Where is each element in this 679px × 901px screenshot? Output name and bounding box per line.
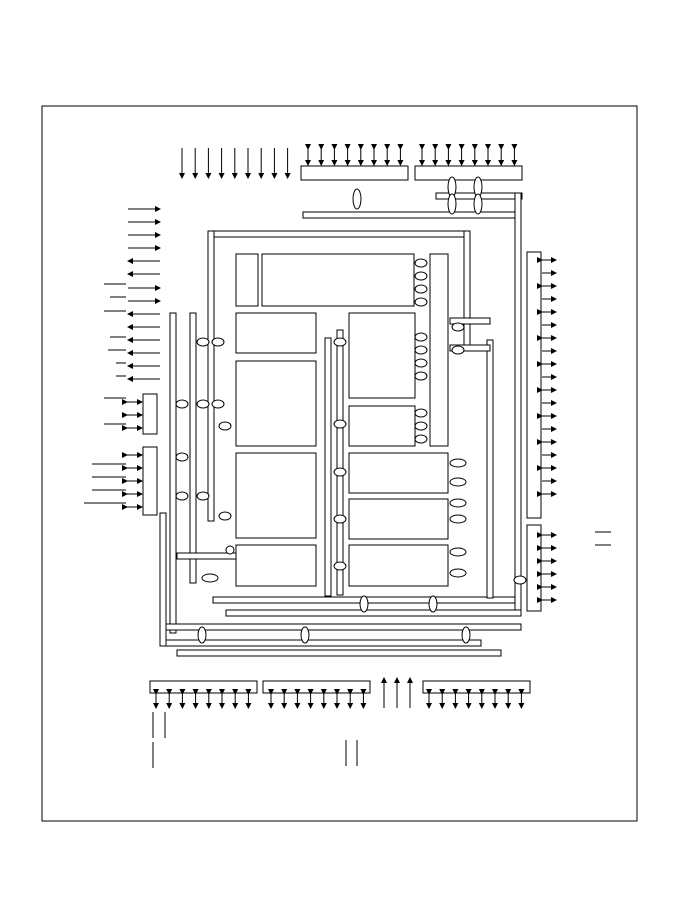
bus-connector: [225, 545, 235, 555]
top-port-a-pins: [305, 144, 404, 166]
bus-connector: [414, 258, 428, 268]
block-mid-2: [348, 405, 416, 447]
bus-connector: [333, 337, 347, 347]
bus-connector: [175, 399, 189, 409]
block-small-top-left: [235, 253, 259, 307]
bus-connector: [473, 193, 483, 215]
right-side-pins: [537, 257, 557, 603]
diagram-frame: [41, 105, 638, 822]
bottom-input-arrows: [381, 677, 413, 708]
bus-connector: [333, 561, 347, 571]
bus-connectors: [175, 176, 527, 644]
bus-connector: [461, 626, 471, 644]
bus-connector: [218, 511, 232, 521]
bus-connector: [451, 322, 465, 332]
bus-connector: [414, 284, 428, 294]
bus-connector: [201, 573, 219, 583]
bus-connector: [196, 337, 210, 347]
bus-connector: [197, 626, 207, 644]
block-top-wide: [261, 253, 415, 307]
top-port-b: [414, 165, 523, 181]
bus-connector: [218, 421, 232, 431]
bus-connector: [451, 345, 465, 355]
left-side-pins: [122, 206, 161, 510]
bus-connector: [352, 188, 362, 210]
bus-connector: [428, 595, 438, 613]
block-left-1: [235, 312, 317, 354]
bus-connector: [175, 452, 189, 462]
bus-connector: [449, 498, 467, 508]
bus-connector: [175, 491, 189, 501]
bus-connector: [414, 297, 428, 307]
bus-connector: [513, 575, 527, 585]
top-port-b-pins: [419, 144, 518, 166]
block-left-2: [235, 360, 317, 447]
bus-connector: [449, 477, 467, 487]
bottom-pins: [153, 689, 525, 709]
bottom-port-c: [422, 680, 531, 694]
bus-connector: [359, 595, 369, 613]
block-mid-4: [348, 498, 449, 540]
left-control-block-2: [142, 446, 158, 516]
right-port-a: [526, 251, 542, 519]
bus-connector: [333, 467, 347, 477]
bottom-port-b: [262, 680, 371, 694]
bus-connector: [211, 337, 225, 347]
functional-blocks: [235, 253, 449, 587]
block-mid-5: [348, 544, 449, 587]
bus-connector: [414, 332, 428, 342]
bus-connector: [333, 514, 347, 524]
bus-connector: [414, 434, 428, 444]
bus-connector: [414, 345, 428, 355]
bus-connector: [414, 408, 428, 418]
block-left-3: [235, 452, 317, 539]
bus-connector: [211, 399, 225, 409]
bus-connector: [196, 491, 210, 501]
left-control-block-1: [142, 393, 158, 435]
bus-connector: [414, 271, 428, 281]
bus-connector: [449, 568, 467, 578]
bus-connector: [449, 547, 467, 557]
bus-connector: [414, 421, 428, 431]
bus-connector: [196, 399, 210, 409]
bus-connector: [414, 371, 428, 381]
bus-connector: [414, 358, 428, 368]
top-input-pins: [179, 148, 291, 179]
bus-connector: [333, 419, 347, 429]
top-port-a: [300, 165, 409, 181]
bus-connector: [449, 458, 467, 468]
bottom-port-a: [149, 680, 258, 694]
block-right-column: [429, 253, 449, 447]
bus-connector: [449, 514, 467, 524]
right-port-b: [526, 524, 542, 612]
block-mid-3: [348, 452, 449, 494]
block-mid-1: [348, 312, 416, 399]
internal-buses: [159, 192, 523, 657]
bus-connector: [300, 626, 310, 644]
left-overbars: [84, 283, 126, 504]
block-left-4: [235, 544, 317, 587]
bus-connector: [447, 193, 457, 215]
